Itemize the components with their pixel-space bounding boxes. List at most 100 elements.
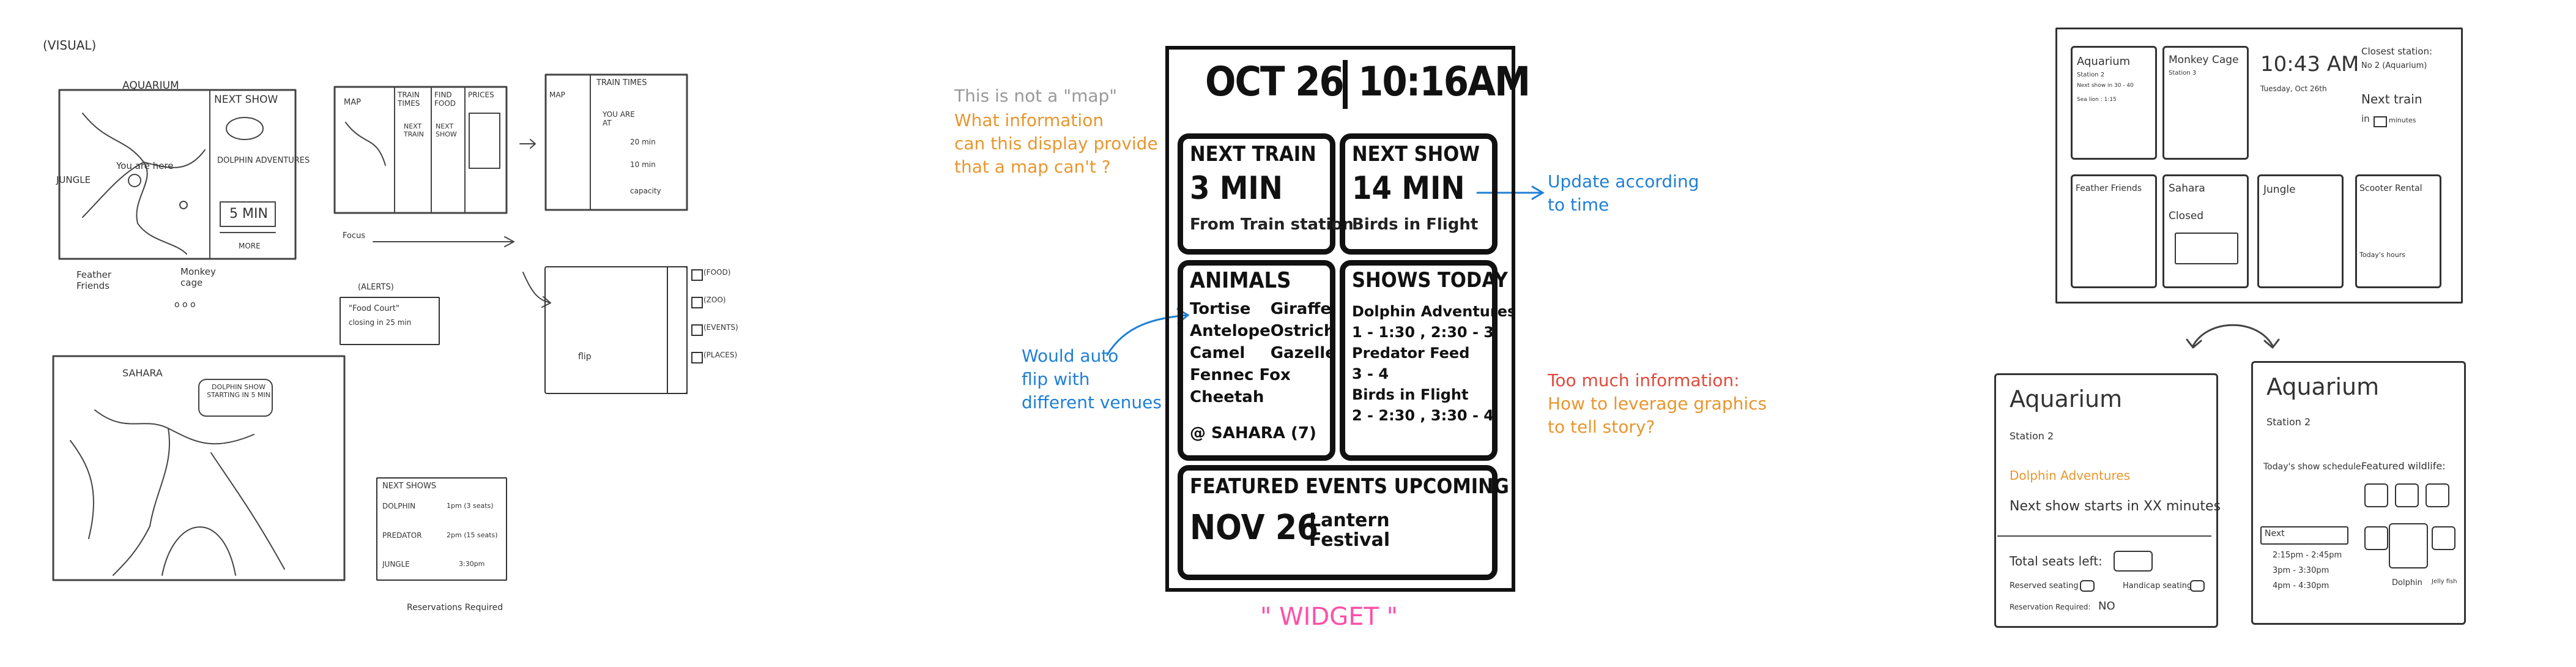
shows-title: SHOWS TODAY (1352, 268, 1508, 293)
frame4-b1-box (691, 269, 703, 281)
card1-divider (1997, 535, 2211, 537)
map-sketch-1-drawing (58, 89, 297, 260)
grid-nextshow: Next show in 30 - 40 (2077, 83, 2134, 89)
card2-wildlife-4 (2364, 526, 2388, 550)
note-update-2: to time (1548, 195, 1609, 215)
grid-monkey-title: Monkey Cage (2169, 54, 2239, 66)
note-toomuch-3: to tell story? (1548, 417, 1655, 437)
frame4-b2: (ZOO) (703, 296, 726, 304)
card1-seats: Total seats left: (2010, 554, 2103, 568)
card1-title: Aquarium (2010, 386, 2123, 412)
map1-next-show: NEXT SHOW (214, 94, 278, 106)
animal-item: Giraffe (1270, 300, 1332, 318)
grid-closest: Closest station: (2361, 46, 2433, 57)
widget-time: 10:16AM (1358, 58, 1531, 105)
frame2-sketch (333, 86, 508, 214)
frame3-youare: YOU ARE AT (603, 110, 635, 127)
grid-frame (2055, 28, 2463, 304)
card1-handicap: Handicap seating (2123, 581, 2192, 591)
note-toomuch-2: How to leverage graphics (1548, 393, 1767, 414)
next-shows-r3: JUNGLE (382, 560, 410, 568)
map1-dots: o o o (174, 300, 196, 310)
animals-location: @ SAHARA (7) (1190, 424, 1316, 442)
frame2-nexttrain: NEXT TRAIN (404, 122, 424, 138)
animal-item: Ostrich (1270, 322, 1335, 340)
frame2-drawing (333, 86, 508, 214)
frame4-b3-box (691, 324, 703, 336)
frame3-sketch (544, 73, 688, 211)
card2-t3: 4pm - 4:30pm (2273, 581, 2329, 591)
map1-5min: 5 MIN (229, 206, 268, 222)
grid-feather-title: Feather Friends (2076, 184, 2142, 193)
grid-sahara-title: Sahara (2169, 182, 2205, 195)
frame2-food: FIND FOOD (434, 91, 456, 108)
alerts-line1: "Food Court" (349, 304, 399, 313)
card1-next: Next show starts in XX minutes (2010, 499, 2221, 514)
grid-minutes: minutes (2389, 116, 2416, 124)
card2-next-box (2260, 526, 2348, 545)
card2-frame (2251, 361, 2466, 625)
sahara-title: SAHARA (122, 367, 163, 379)
next-shows-footer: Reservations Required (407, 603, 503, 613)
alerts-box (340, 297, 440, 345)
sahara-bubble: DOLPHIN SHOW STARTING IN 5 MIN (207, 383, 270, 399)
focus-arrow (373, 236, 514, 247)
note-what-info-2: can this display provide (954, 133, 1158, 154)
map1-monkey: Monkey cage (180, 266, 216, 288)
card1-required: Reservation Required: (2010, 603, 2091, 611)
frame3-drawing (544, 73, 688, 211)
next-shows-title: NEXT SHOWS (382, 482, 437, 491)
grid-jungle (2257, 174, 2344, 288)
grid-sealion: Sea lion : 1:15 (2077, 97, 2117, 103)
update-arrow (1476, 185, 1545, 200)
frame4-sketch (544, 266, 688, 394)
map-sketch-1 (58, 89, 297, 260)
note-update-1: Update according (1548, 171, 1699, 192)
note-what-info-3: that a map can't ? (954, 157, 1111, 177)
frame3-map: MAP (549, 91, 565, 99)
note-toomuch-1: Too much information: (1548, 370, 1740, 390)
grid-scooter (2355, 174, 2441, 288)
grid-monkey (2162, 46, 2249, 160)
card2-station: Station 2 (2266, 416, 2311, 428)
sahara-map-drawing (52, 355, 346, 581)
next-shows-r1: DOLPHIN (382, 502, 416, 510)
note-what-info-1: What information (954, 110, 1104, 130)
arrow-1 (519, 139, 536, 149)
shows-list: Dolphin Adventures 1 - 1:30 , 2:30 - 3 P… (1352, 301, 1516, 426)
frame3-10min: 10 min (630, 160, 656, 169)
frame3-train: TRAIN TIMES (596, 78, 647, 88)
frame3-capacity: capacity (630, 187, 661, 195)
featured-name: Lantern Festival (1309, 510, 1390, 551)
frame2-nextshow: NEXT SHOW (436, 122, 457, 138)
card1-station: Station 2 (2010, 430, 2054, 442)
animals-list: Tortise Giraffe Antelope Ostrich Camel G… (1190, 300, 1336, 406)
next-shows-r1t: 1pm (3 seats) (447, 502, 494, 510)
frame4-b4-box (691, 352, 703, 363)
frame4-b2-box (691, 297, 703, 308)
grid-hours: Today's hours (2359, 251, 2405, 259)
featured-card (1178, 465, 1498, 580)
card1-seats-box (2114, 551, 2153, 572)
card2-title: Aquarium (2266, 373, 2380, 400)
grid-sahara-inner (2175, 233, 2238, 264)
card2-t1: 2:15pm - 2:45pm (2273, 551, 2342, 560)
animal-item: Tortise (1190, 300, 1251, 318)
animals-card (1178, 260, 1335, 461)
frame4-flip: flip (578, 352, 592, 362)
frame4-b4: (PLACES) (703, 351, 738, 359)
frame3-20min: 20 min (630, 138, 656, 146)
grid-in: in (2361, 113, 2370, 124)
frame2-train: TRAIN TIMES (398, 91, 420, 108)
animal-item: Gazelle (1270, 344, 1336, 362)
next-shows-r2t: 2pm (15 seats) (447, 531, 498, 539)
grid-nexttrain: Next train (2361, 92, 2422, 106)
widget-divider (1343, 60, 1348, 109)
note-autoflip-3: different venues (1022, 392, 1162, 412)
show-line: Dolphin Adventures (1352, 303, 1516, 320)
card2-t2: 3pm - 3:30pm (2273, 566, 2329, 575)
animal-item: Antelope (1190, 322, 1271, 340)
widget-caption: " WIDGET " (1260, 603, 1398, 631)
grid-closest-val: No 2 (Aquarium) (2361, 61, 2427, 70)
flip-arrows (2186, 324, 2280, 349)
